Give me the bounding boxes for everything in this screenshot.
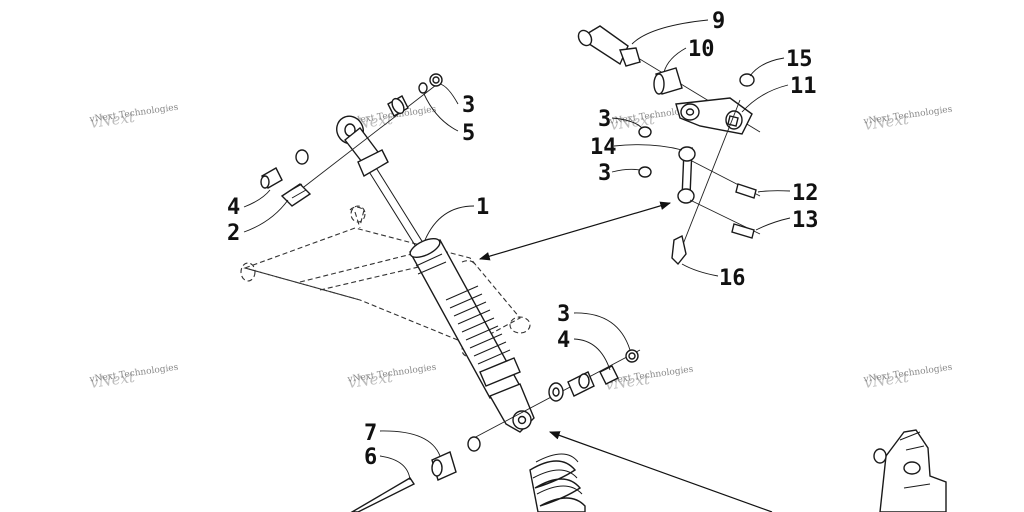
callout-3-lower: 3 (557, 302, 570, 327)
callout-7: 7 (364, 421, 377, 446)
callout-3-link-lower: 3 (598, 161, 611, 186)
bolt-13 (731, 223, 755, 239)
callout-12: 12 (792, 181, 819, 206)
watermarks: vNext vNext Technologies vNext vNext Tec… (88, 103, 953, 394)
watermark-center-bottom: vNext vNext Technologies (346, 363, 437, 392)
callout-1: 1 (476, 195, 489, 220)
upper-washer-left (295, 149, 309, 165)
callout-14: 14 (590, 135, 617, 160)
lower-washer-left (467, 436, 481, 452)
callout-16: 16 (719, 266, 746, 291)
upper-washer-5 (418, 82, 428, 94)
nut-15 (739, 73, 755, 87)
callout-4-lower: 4 (557, 328, 570, 353)
watermark-left-top: vNext vNext Technologies (88, 103, 179, 132)
coil-spring (529, 453, 586, 512)
callout-11: 11 (790, 74, 817, 99)
link-to-shock-arrow (478, 201, 672, 261)
leader-lines (243, 19, 791, 481)
watermark-left-bottom: vNext vNext Technologies (88, 363, 179, 392)
callout-5: 5 (462, 121, 475, 146)
lower-sleeve-4 (599, 365, 619, 385)
frame-fragment (873, 429, 947, 512)
assembly-arrows (478, 201, 773, 512)
watermark-right-top: vNext vNext Technologies (862, 105, 953, 134)
callout-4-upper: 4 (227, 195, 240, 220)
pivot-9 (578, 25, 629, 66)
lower-bolt-6 (350, 477, 416, 512)
callout-15: 15 (786, 47, 813, 72)
linkage-assembly (577, 25, 761, 266)
callout-9: 9 (712, 9, 725, 34)
callout-3-link-upper: 3 (598, 107, 611, 132)
upper-mount-hardware (260, 73, 443, 207)
link-nut-upper (638, 126, 652, 138)
bolt-12 (735, 183, 757, 199)
callout-2: 2 (227, 221, 240, 246)
callout-3-upper: 3 (462, 93, 475, 118)
callout-13: 13 (792, 208, 819, 233)
shock-absorber (336, 115, 535, 433)
frame-to-shock-arrow (548, 431, 773, 512)
callout-6: 6 (364, 445, 377, 470)
watermark-right-bottom: vNext vNext Technologies (862, 363, 953, 392)
lower-mount-hardware (350, 349, 641, 512)
callout-10: 10 (688, 37, 715, 62)
link-nut-lower (638, 166, 652, 178)
bolt-16 (671, 234, 687, 266)
shock-spring-texture (445, 285, 511, 365)
callout-labels: 1 2 4 3 5 9 10 15 11 3 14 3 12 13 16 3 4… (227, 9, 819, 470)
